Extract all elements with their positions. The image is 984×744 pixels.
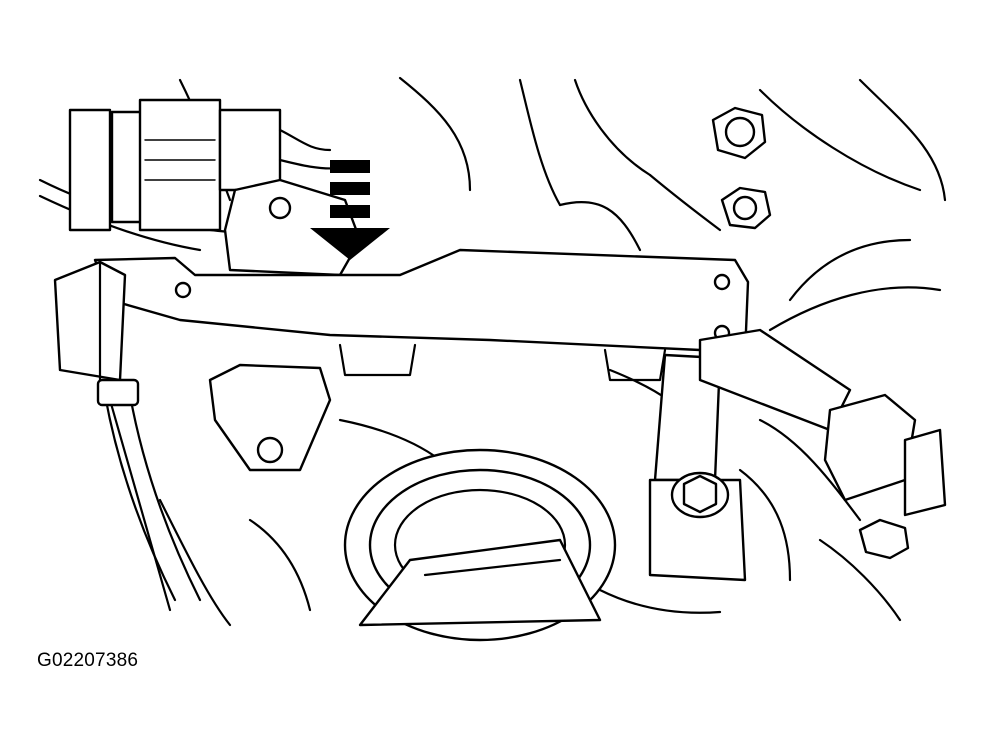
figure-id-label: G02207386 [37,650,139,671]
lower-bracket-arm [208,363,332,472]
right-sensor-cable [698,328,947,517]
main-bracket [93,248,750,382]
bracket-end-clamp [53,260,127,382]
left-hose [96,378,202,602]
drive-shaft [358,538,602,627]
support-rod [648,353,747,582]
upper-bracket-mount [223,178,362,277]
bolt-head-middle [720,186,772,230]
bolt-head-upper [711,106,767,160]
wiring-connector [68,98,342,232]
bolt-head-lower [858,518,910,560]
direction-arrow-icon [310,160,390,260]
